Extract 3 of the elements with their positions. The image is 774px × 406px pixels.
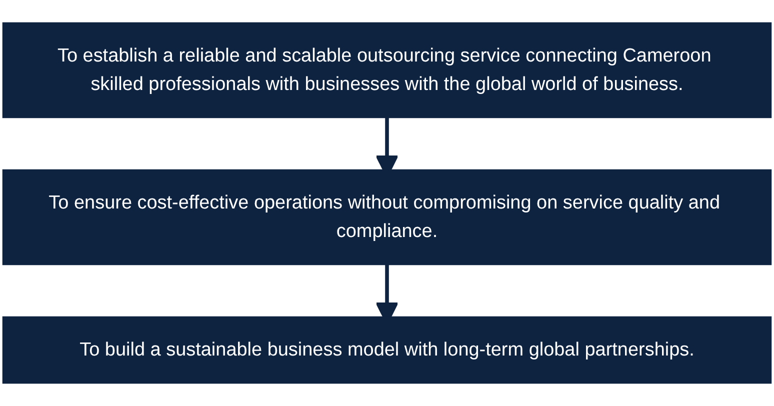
node-box: To build a sustainable business model with long-term global partnerships. bbox=[2, 316, 772, 384]
node-box: To ensure cost-effective operations without compromising on service quality and compliance. bbox=[2, 169, 772, 266]
node-box: To establish a reliable and scalable outsourcing service connecting Cameroon skilled professionals with businesses with the global world of business. bbox=[2, 22, 772, 118]
